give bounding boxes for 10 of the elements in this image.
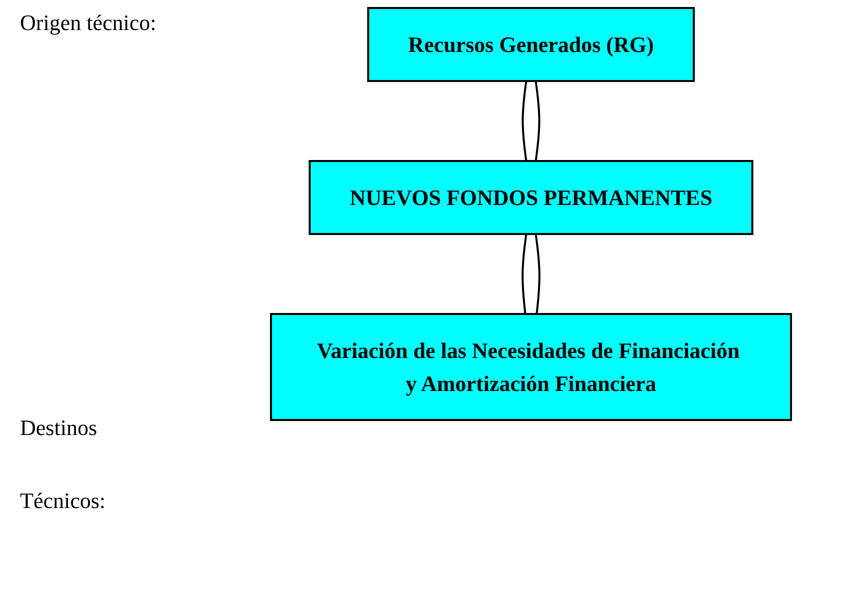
connector	[534, 234, 540, 314]
node-box: Variación de las Necesidades de Financiación y Amortización Financiera	[270, 313, 792, 421]
side-label: Origen técnico:	[20, 10, 156, 36]
connector	[522, 234, 528, 314]
side-label: Destinos	[20, 415, 97, 441]
connector	[522, 80, 528, 162]
side-label: Técnicos:	[20, 488, 106, 514]
node-box: Recursos Generados (RG)	[367, 7, 695, 82]
node-box: NUEVOS FONDOS PERMANENTES	[308, 160, 754, 235]
connector	[534, 80, 540, 162]
